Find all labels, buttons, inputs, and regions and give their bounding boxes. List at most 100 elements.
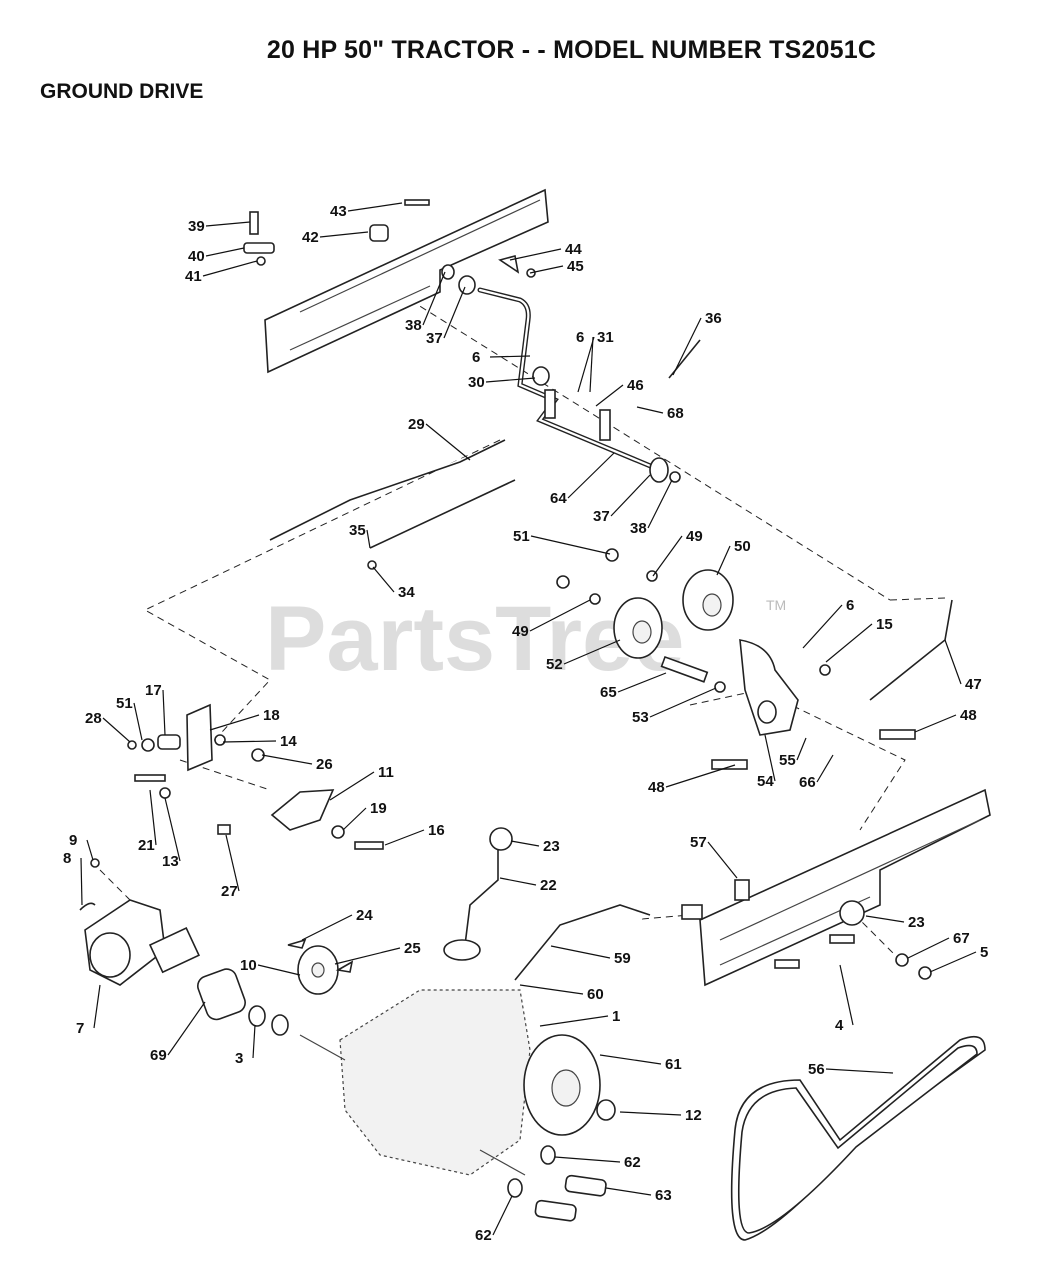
callout-leader bbox=[665, 764, 736, 788]
callout-54: 54 bbox=[757, 734, 776, 790]
callout-leader bbox=[342, 807, 367, 831]
callout-label: 7 bbox=[76, 1020, 84, 1037]
callout-leader bbox=[636, 406, 664, 414]
callout-label: 27 bbox=[221, 883, 238, 900]
callout-65: 65 bbox=[600, 672, 667, 701]
callout-leader bbox=[422, 271, 446, 326]
lower-frame-rail bbox=[699, 788, 991, 987]
callout-24: 24 bbox=[301, 907, 373, 941]
callout-48: 48 bbox=[914, 707, 977, 733]
callout-66: 66 bbox=[799, 754, 834, 791]
callout-leader bbox=[907, 937, 950, 959]
callout-19: 19 bbox=[342, 800, 387, 831]
callout-label: 63 bbox=[655, 1187, 672, 1204]
callout-label: 66 bbox=[799, 774, 816, 791]
idler-pulley-assembly bbox=[556, 548, 953, 770]
callout-41: 41 bbox=[185, 260, 258, 285]
callout-39: 39 bbox=[188, 218, 251, 235]
callout-46: 46 bbox=[595, 377, 644, 407]
callout-9: 9 bbox=[69, 832, 94, 861]
callout-34: 34 bbox=[372, 566, 415, 601]
upper-frame-rail bbox=[264, 188, 549, 374]
callout-leader bbox=[372, 566, 395, 593]
callout-leader bbox=[577, 336, 595, 393]
callout-47: 47 bbox=[944, 639, 982, 693]
linkage-rods bbox=[269, 439, 516, 570]
callout-label: 13 bbox=[162, 853, 179, 870]
callout-12: 12 bbox=[619, 1107, 702, 1124]
callout-22: 22 bbox=[499, 877, 557, 894]
callout-label: 26 bbox=[316, 756, 333, 773]
callout-leader bbox=[764, 734, 776, 782]
callout-55: 55 bbox=[779, 737, 807, 769]
callout-label: 9 bbox=[69, 832, 77, 849]
callout-label: 4 bbox=[835, 1017, 844, 1034]
callout-49: 49 bbox=[512, 599, 591, 640]
callout-6: 6 bbox=[576, 329, 595, 393]
callout-leader bbox=[347, 202, 403, 212]
callout-label: 16 bbox=[428, 822, 445, 839]
callout-43: 43 bbox=[330, 202, 403, 220]
callout-leader bbox=[802, 604, 843, 649]
callout-59: 59 bbox=[550, 945, 631, 967]
callout-label: 19 bbox=[370, 800, 387, 817]
callout-leader bbox=[319, 231, 369, 238]
callout-label: 51 bbox=[513, 528, 530, 545]
callout-label: 37 bbox=[593, 508, 610, 525]
callout-leader bbox=[334, 947, 401, 965]
callout-label: 37 bbox=[426, 330, 443, 347]
callout-label: 52 bbox=[546, 656, 563, 673]
callout-label: 30 bbox=[468, 374, 485, 391]
callout-leader bbox=[86, 839, 94, 861]
callout-label: 14 bbox=[280, 733, 297, 750]
callout-31: 31 bbox=[589, 329, 614, 393]
callout-42: 42 bbox=[302, 229, 369, 246]
callout-11: 11 bbox=[329, 764, 394, 801]
callout-57: 57 bbox=[690, 834, 738, 879]
callout-leader bbox=[80, 857, 83, 906]
callout-60: 60 bbox=[519, 984, 604, 1003]
callout-10: 10 bbox=[240, 957, 301, 976]
callout-label: 56 bbox=[808, 1061, 825, 1078]
callout-leader bbox=[202, 260, 258, 277]
callout-leader bbox=[825, 1068, 894, 1074]
callout-leader bbox=[589, 336, 594, 393]
callout-67: 67 bbox=[907, 930, 970, 959]
callout-label: 51 bbox=[116, 695, 133, 712]
callout-label: 35 bbox=[349, 522, 366, 539]
callout-label: 49 bbox=[686, 528, 703, 545]
callout-leader bbox=[563, 639, 621, 665]
callout-label: 36 bbox=[705, 310, 722, 327]
callout-leader bbox=[167, 1001, 206, 1056]
callout-label: 60 bbox=[587, 986, 604, 1003]
callout-label: 59 bbox=[614, 950, 631, 967]
callout-leader bbox=[205, 221, 251, 227]
callout-leader bbox=[647, 479, 673, 529]
callout-label: 21 bbox=[138, 837, 155, 854]
callout-leader bbox=[329, 771, 375, 801]
callout-leader bbox=[499, 877, 537, 886]
callout-leader bbox=[796, 737, 807, 761]
callout-68: 68 bbox=[636, 405, 684, 422]
callout-5: 5 bbox=[929, 944, 988, 973]
callout-label: 17 bbox=[145, 682, 162, 699]
callout-label: 38 bbox=[630, 520, 647, 537]
callout-leader bbox=[816, 754, 834, 783]
callout-leader bbox=[384, 829, 425, 846]
callout-label: 61 bbox=[665, 1056, 682, 1073]
callout-7: 7 bbox=[76, 984, 101, 1037]
callout-leader bbox=[366, 529, 371, 549]
callout-62: 62 bbox=[554, 1154, 641, 1171]
callout-leader bbox=[252, 1024, 256, 1059]
callout-64: 64 bbox=[550, 452, 615, 507]
input-pulley bbox=[507, 1034, 616, 1222]
callout-leader bbox=[205, 247, 245, 257]
callout-label: 68 bbox=[667, 405, 684, 422]
callout-52: 52 bbox=[546, 639, 621, 673]
callout-4: 4 bbox=[835, 964, 854, 1034]
callout-44: 44 bbox=[509, 241, 582, 261]
page-title: 20 HP 50" TRACTOR - - MODEL NUMBER TS205… bbox=[266, 36, 877, 64]
callout-69: 69 bbox=[150, 1001, 206, 1064]
callout-label: 23 bbox=[543, 838, 560, 855]
